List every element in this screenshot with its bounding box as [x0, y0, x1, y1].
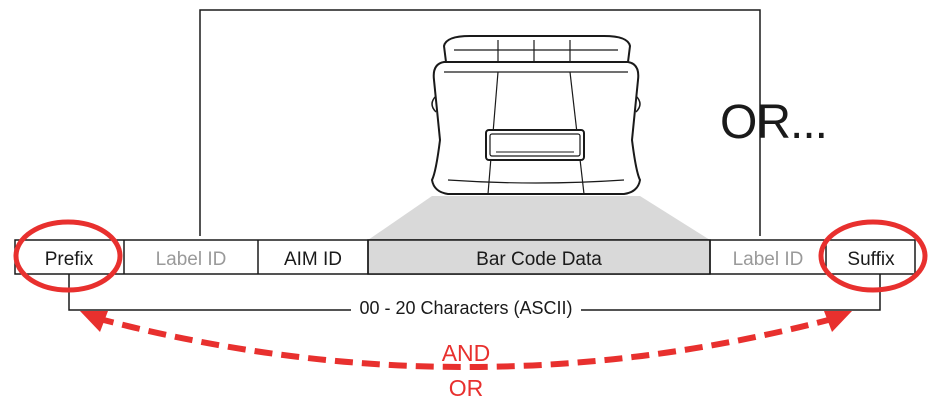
prefix-highlight-circle — [13, 219, 123, 293]
and-label: AND — [441, 340, 491, 366]
characters-label: 00 - 20 Characters (ASCII) — [351, 298, 581, 318]
arrowhead-right-icon — [824, 311, 852, 332]
scanner-icon — [431, 35, 641, 195]
field-label-id-left: Label ID — [156, 249, 227, 270]
or-big-label: OR... — [720, 96, 828, 149]
bar-code-data-fill — [367, 239, 711, 275]
suffix-highlight-circle — [818, 219, 928, 293]
arrowhead-left-icon — [80, 311, 108, 332]
or-label: OR — [448, 375, 484, 401]
field-suffix: Suffix — [847, 249, 895, 270]
field-prefix: Prefix — [45, 249, 94, 270]
field-aim-id: AIM ID — [284, 249, 342, 270]
and-or-arrow — [95, 315, 837, 370]
scan-beam — [368, 196, 710, 240]
field-row: Prefix Label ID AIM ID Bar Code Data Lab… — [14, 239, 916, 275]
field-label-id-right: Label ID — [733, 249, 804, 270]
field-bar-code-data: Bar Code Data — [476, 249, 602, 270]
characters-label-wrap: 00 - 20 Characters (ASCII) — [0, 298, 932, 319]
scanner-frame — [199, 9, 761, 236]
